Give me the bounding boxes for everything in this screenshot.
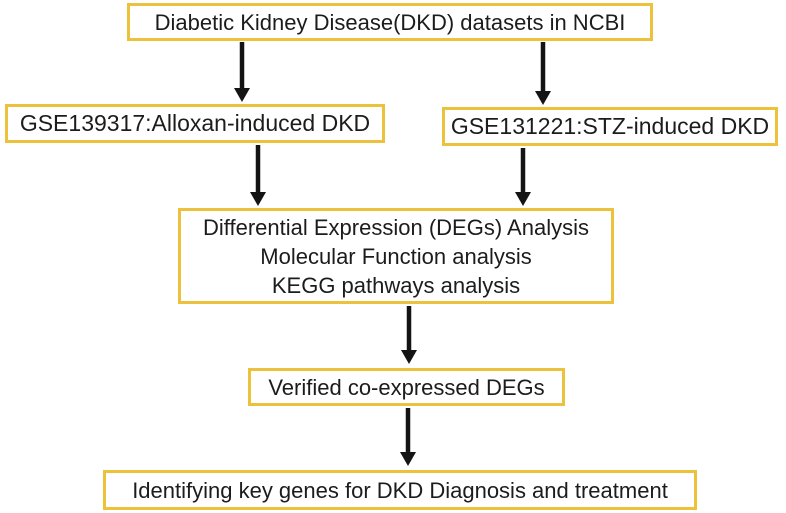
node-degs-analysis: Differential Expression (DEGs) Analysis … bbox=[178, 208, 614, 304]
node-verified-coexpressed-degs: Verified co-expressed DEGs bbox=[248, 368, 565, 406]
node-label: Verified co-expressed DEGs bbox=[268, 374, 545, 400]
node-dkd-datasets-ncbi: Diabetic Kidney Disease(DKD) datasets in… bbox=[127, 3, 653, 41]
node-label: GSE131221:STZ-induced DKD bbox=[450, 113, 770, 139]
arrow-gse131221-to-analysis bbox=[515, 148, 531, 206]
node-label-line-2: Molecular Function analysis bbox=[260, 243, 532, 269]
arrow-datasets-to-gse131221 bbox=[535, 42, 551, 105]
node-gse131221-stz: GSE131221:STZ-induced DKD bbox=[442, 107, 778, 146]
arrow-verified-to-keygenes bbox=[400, 408, 416, 466]
node-label-line-1: Differential Expression (DEGs) Analysis bbox=[203, 214, 589, 240]
arrow-gse139317-to-analysis bbox=[250, 145, 266, 206]
arrow-datasets-to-gse139317 bbox=[234, 42, 250, 102]
node-label: Identifying key genes for DKD Diagnosis … bbox=[132, 477, 668, 503]
arrow-analysis-to-verified bbox=[401, 306, 417, 364]
node-label: GSE139317:Alloxan-induced DKD bbox=[19, 110, 371, 136]
node-label-line-3: KEGG pathways analysis bbox=[271, 272, 521, 298]
node-label: Diabetic Kidney Disease(DKD) datasets in… bbox=[154, 9, 626, 35]
node-key-genes-diagnosis-treatment: Identifying key genes for DKD Diagnosis … bbox=[103, 470, 697, 510]
node-gse139317-alloxan: GSE139317:Alloxan-induced DKD bbox=[5, 104, 385, 143]
